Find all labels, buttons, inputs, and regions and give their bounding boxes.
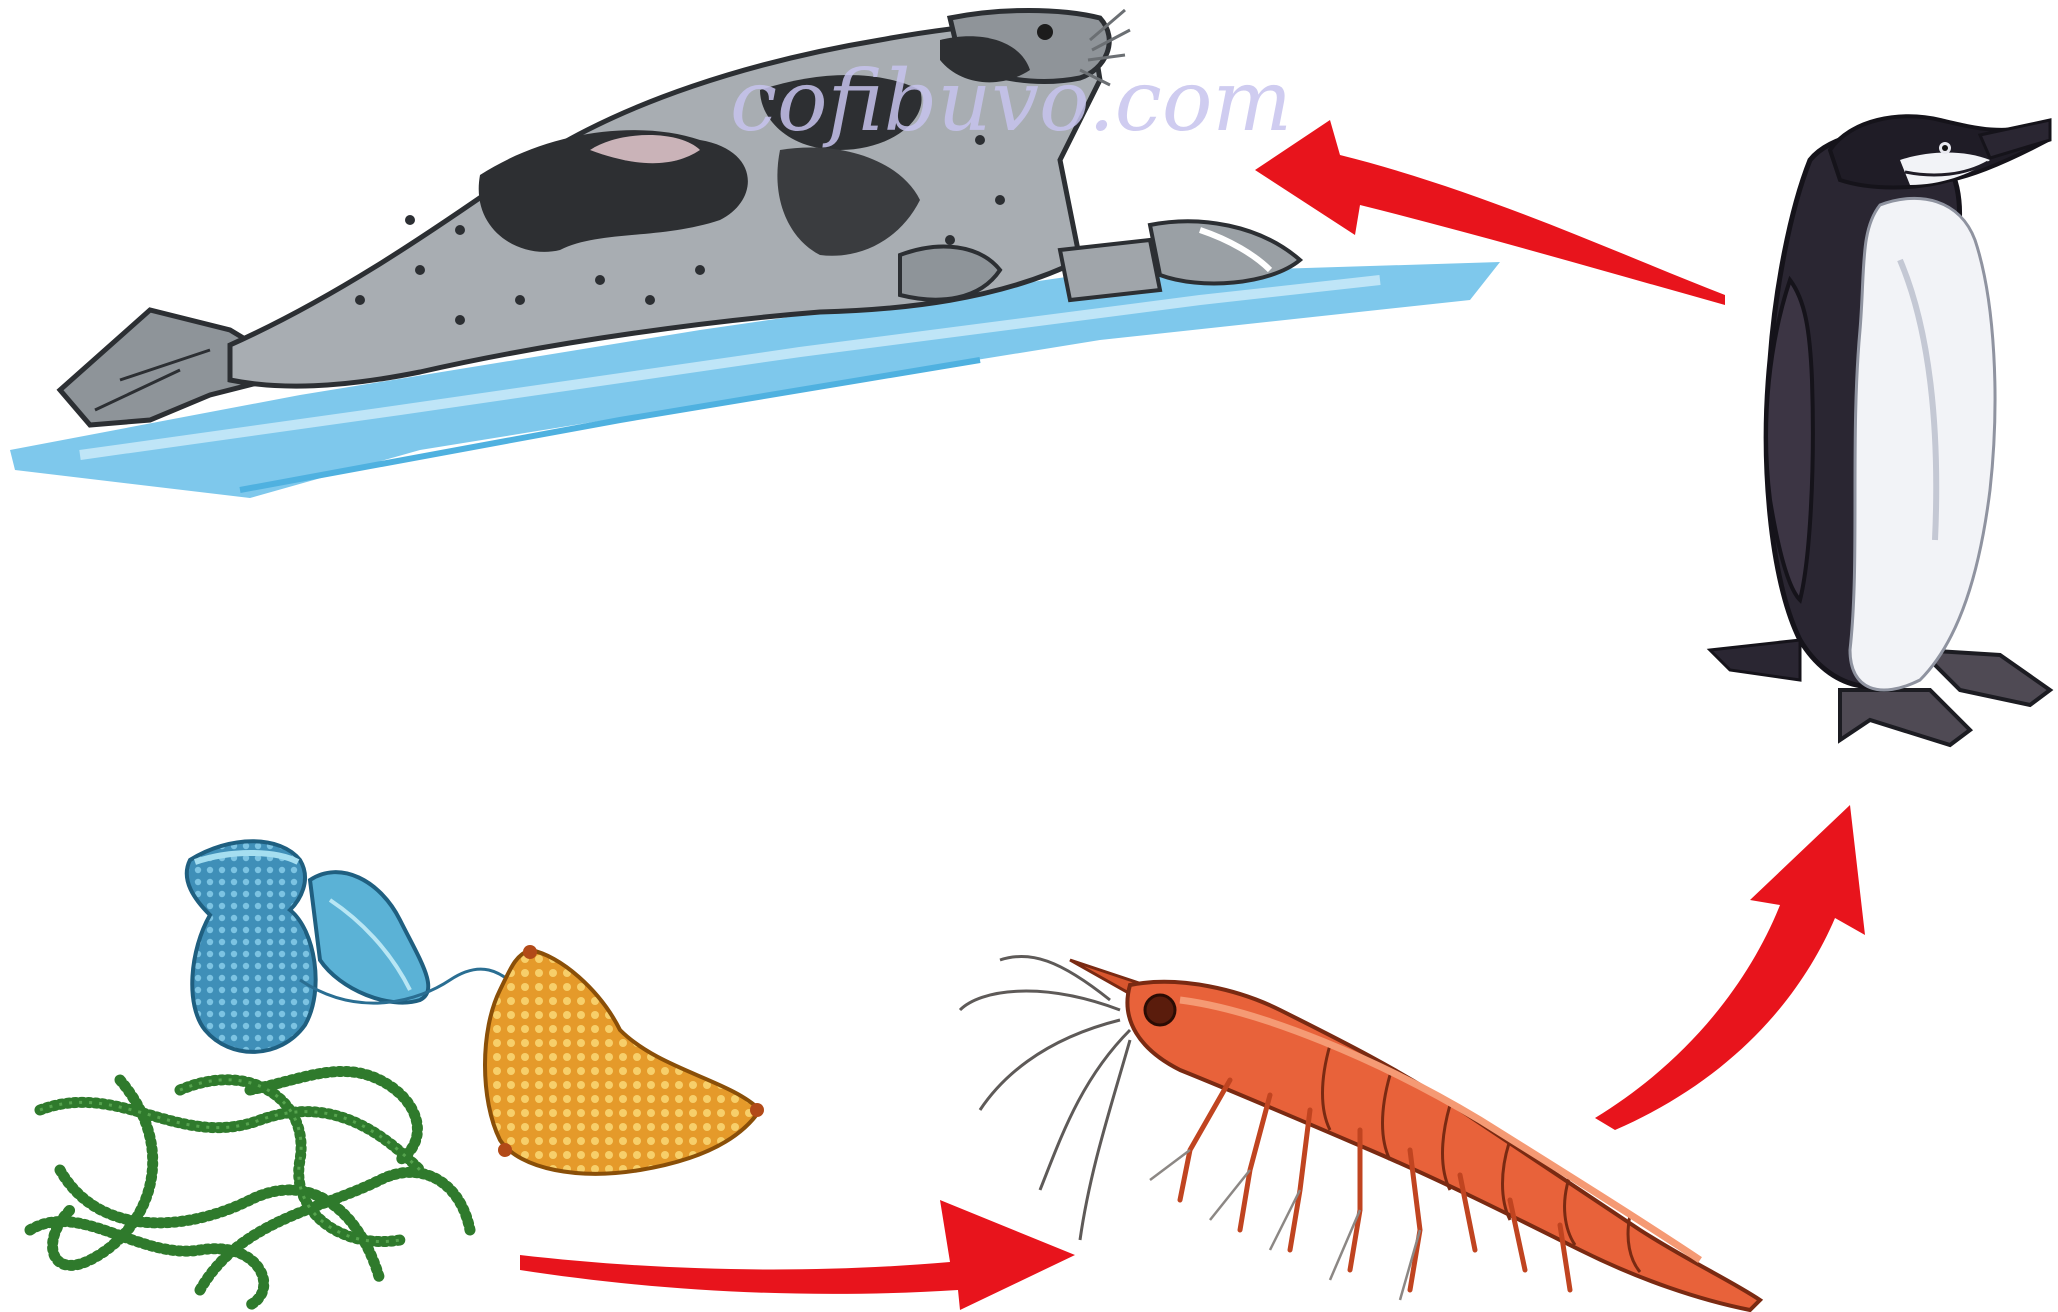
penguin-icon <box>1710 116 2050 745</box>
arrow-krill-to-penguin <box>1595 805 1865 1130</box>
krill-icon <box>960 956 1760 1310</box>
watermark-text: cofibuvo.com <box>730 52 1292 150</box>
arrow-phytoplankton-to-krill <box>520 1200 1075 1310</box>
phytoplankton-icon <box>30 841 764 1305</box>
